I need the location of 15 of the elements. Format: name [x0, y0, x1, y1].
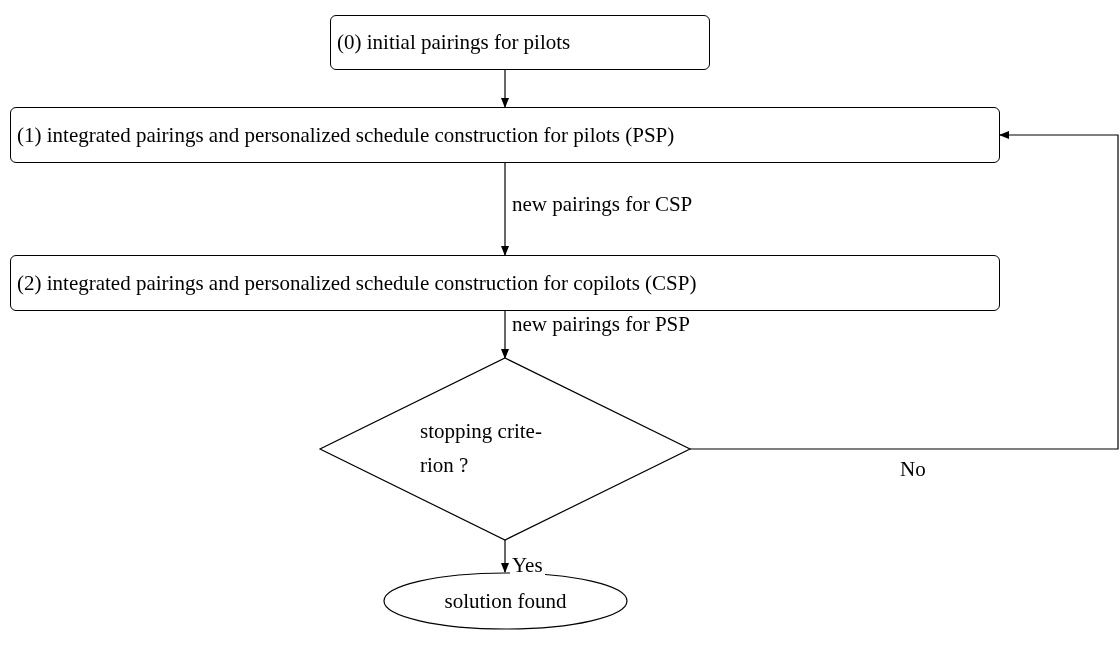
node-text: solution found — [444, 588, 567, 614]
start-box — [330, 15, 710, 70]
terminal-ellipse — [383, 572, 628, 630]
arrow — [501, 69, 509, 108]
arrow — [501, 310, 509, 359]
arrow — [501, 162, 509, 256]
process-box — [10, 107, 1000, 163]
node-text: (0) initial pairings for pilots — [337, 30, 571, 55]
node-text: (2) integrated pairings and personalized schedule construction for copilots (CSP) — [17, 270, 697, 296]
node-text: (1) integrated pairings and personalized schedule construction for pilots (PSP) — [17, 122, 675, 148]
decision-diamond — [320, 358, 690, 540]
decision-text: stopping crite- rion ? — [420, 418, 543, 479]
arrow — [501, 539, 509, 573]
process-box — [10, 255, 1000, 311]
arrow — [689, 131, 1119, 450]
